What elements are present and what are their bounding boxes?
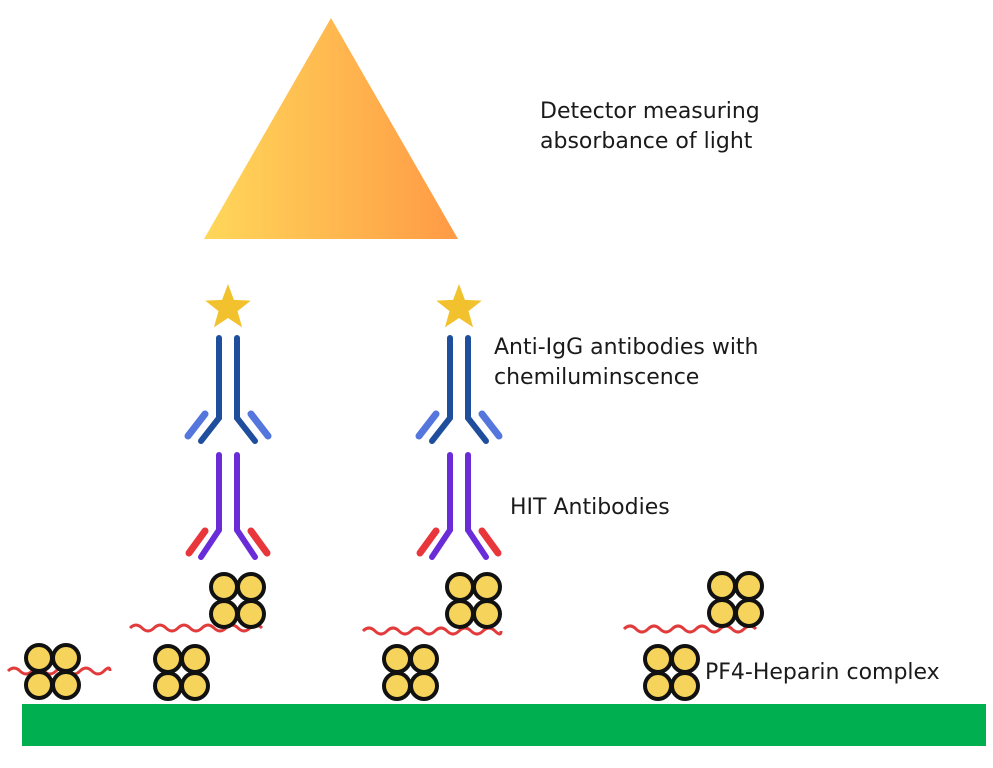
pf4-tetramer bbox=[209, 572, 266, 629]
pf4-monomer bbox=[445, 599, 475, 629]
pf4-monomer bbox=[707, 598, 737, 628]
heparin-chain bbox=[622, 624, 758, 634]
antibody-stack-left bbox=[184, 284, 272, 560]
detector-label-line2: absorbance of light bbox=[540, 129, 753, 154]
pf4-tetramer bbox=[707, 571, 764, 628]
pf4-monomer bbox=[236, 572, 266, 602]
pf4-monomer bbox=[707, 571, 737, 601]
pf4-monomer bbox=[180, 671, 210, 701]
pf4-monomer bbox=[24, 670, 54, 700]
pf4-heparin-label: PF4-Heparin complex bbox=[705, 660, 940, 685]
pf4-monomer bbox=[209, 599, 239, 629]
pf4-monomer bbox=[236, 599, 266, 629]
pf4-monomer bbox=[382, 644, 412, 674]
heparin-chain bbox=[128, 623, 264, 633]
pf4-monomer bbox=[24, 643, 54, 673]
star-icon bbox=[205, 284, 251, 328]
pf4-monomer bbox=[643, 671, 673, 701]
pf4-monomer bbox=[445, 572, 475, 602]
anti-igg-antibody bbox=[415, 335, 503, 444]
hit-antibody bbox=[185, 452, 271, 560]
pf4-monomer bbox=[670, 671, 700, 701]
pf4-monomer bbox=[180, 644, 210, 674]
pf4-monomer bbox=[409, 671, 439, 701]
pf4-monomer bbox=[734, 571, 764, 601]
pf4-monomer bbox=[382, 671, 412, 701]
star-icon bbox=[436, 284, 482, 328]
anti-igg-antibody bbox=[184, 335, 272, 444]
pf4-monomer bbox=[51, 643, 81, 673]
pf4-monomer bbox=[472, 572, 502, 602]
pf4-tetramer bbox=[445, 572, 502, 629]
pf4-monomer bbox=[153, 644, 183, 674]
detector-label-line1: Detector measuring bbox=[540, 99, 760, 124]
anti-igg-label-line1: Anti-IgG antibodies with bbox=[494, 335, 759, 360]
pf4-tetramer bbox=[382, 644, 439, 701]
hit-antibody bbox=[416, 452, 502, 560]
heparin-chains bbox=[6, 623, 758, 676]
pf4-monomer bbox=[409, 644, 439, 674]
pf4-monomer bbox=[670, 644, 700, 674]
pf4-monomer bbox=[734, 598, 764, 628]
pf4-tetramers bbox=[24, 571, 764, 701]
detector-triangle bbox=[204, 18, 458, 239]
anti-igg-label-line2: chemiluminscence bbox=[494, 365, 700, 390]
pf4-tetramer bbox=[24, 643, 81, 700]
pf4-monomer bbox=[51, 670, 81, 700]
hit-antibodies-label: HIT Antibodies bbox=[510, 495, 670, 520]
anti-igg-label: Anti-IgG antibodies with chemiluminscenc… bbox=[494, 333, 759, 393]
pf4-monomer bbox=[643, 644, 673, 674]
heparin-chain bbox=[361, 626, 503, 636]
pf4-tetramer bbox=[643, 644, 700, 701]
pf4-tetramer bbox=[153, 644, 210, 701]
pf4-monomer bbox=[153, 671, 183, 701]
antibody-stack-middle bbox=[415, 284, 503, 560]
detector-label: Detector measuring absorbance of light bbox=[540, 97, 760, 157]
solid-surface bbox=[22, 704, 986, 746]
pf4-monomer bbox=[472, 599, 502, 629]
pf4-monomer bbox=[209, 572, 239, 602]
